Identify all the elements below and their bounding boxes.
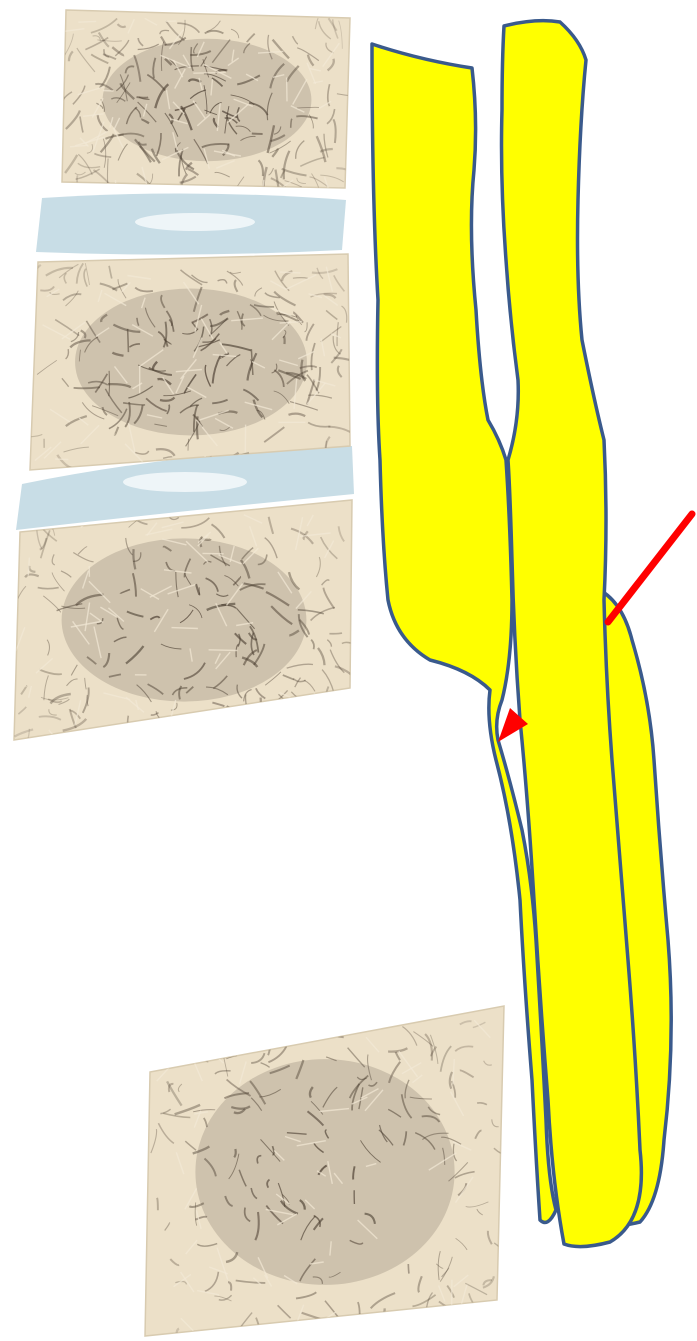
vertebra-lower	[14, 500, 362, 760]
disc-1-highlight	[135, 213, 255, 231]
vertebra-bottom	[142, 1006, 513, 1341]
arrow-long-shaft	[608, 514, 692, 622]
vertebra-upper	[61, 10, 364, 201]
disc-2-highlight	[123, 472, 247, 492]
vertebra-middle	[28, 254, 361, 478]
